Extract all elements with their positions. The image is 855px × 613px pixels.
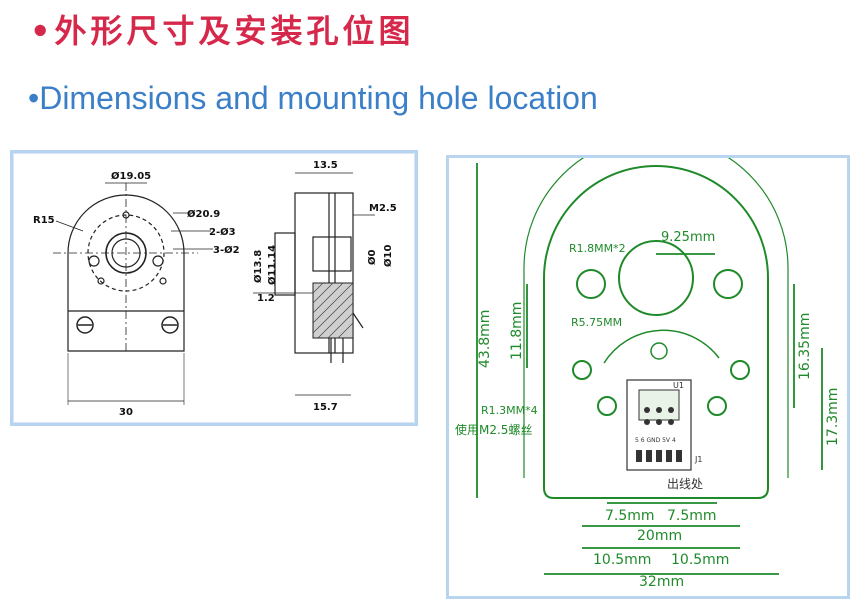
label-screw-note: 使用M2.5螺丝 (455, 422, 532, 437)
label-7-5mm-a: 7.5mm (605, 508, 655, 524)
mount-hole-right (152, 255, 164, 267)
label-16-35mm: 16.35mm (797, 313, 813, 380)
right-drawing-svg: 5 6 GND 5V 4 9.25mm R1.8MM*2 R5.75MM R1.… (455, 135, 841, 590)
label-thk-1-2: 1.2 (257, 293, 275, 304)
left-drawing-panel: Ø19.05 R15 Ø20.9 2-Ø3 3-Ø2 30 13.5 M2.5 … (10, 150, 418, 426)
mount-hole-left (88, 255, 100, 267)
screw-icon-right (161, 316, 179, 334)
hole-r13-2 (597, 396, 617, 416)
label-dia-10: Ø10 (382, 245, 394, 267)
label-7-5mm-b: 7.5mm (667, 508, 717, 524)
hole-r18-right (713, 269, 743, 299)
label-width-30: 30 (119, 407, 133, 418)
label-holes-2: 3-Ø2 (213, 244, 240, 256)
label-outlet: 出线处 (667, 477, 703, 491)
label-dia-11-14: Ø11.14 (266, 245, 278, 285)
hatched-region (312, 282, 354, 339)
pcb-pin-labels: 5 6 GND 5V 4 (635, 437, 676, 444)
label-17-3mm: 17.3mm (825, 388, 841, 446)
right-drawing-panel: 5 6 GND 5V 4 9.25mm R1.8MM*2 R5.75MM R1.… (446, 135, 850, 599)
label-r1-3: R1.3MM*4 (481, 404, 538, 417)
label-dia-20-9: Ø20.9 (187, 208, 220, 220)
label-20mm: 20mm (637, 528, 682, 544)
label-9-25mm: 9.25mm (661, 230, 715, 245)
label-u1: U1 (673, 381, 684, 390)
label-r5-75: R5.75MM (571, 316, 622, 329)
page-title-chinese: •外形尺寸及安装孔位图 (30, 12, 415, 50)
label-32mm: 32mm (639, 574, 684, 590)
label-dia-0: Ø0 (366, 249, 378, 265)
label-10-5mm-b: 10.5mm (671, 552, 729, 568)
screw-icon-left (76, 316, 94, 334)
label-len-13-5: 13.5 (313, 160, 338, 171)
label-len-15-7: 15.7 (313, 402, 338, 413)
hole-r13-1 (572, 360, 592, 380)
label-r1-8: R1.8MM*2 (569, 242, 626, 255)
hole-r13-4 (730, 360, 750, 380)
page-title-english: •Dimensions and mounting hole location (28, 80, 598, 116)
label-j1: J1 (694, 455, 702, 464)
label-43-8mm: 43.8mm (477, 310, 493, 368)
hole-r13-3 (707, 396, 727, 416)
label-dia-19-05: Ø19.05 (111, 170, 151, 182)
left-drawing-svg: Ø19.05 R15 Ø20.9 2-Ø3 3-Ø2 30 13.5 M2.5 … (33, 160, 397, 418)
label-m2-5: M2.5 (369, 203, 397, 214)
label-holes-3: 2-Ø3 (209, 226, 236, 238)
housing-outline (543, 165, 769, 499)
label-r15: R15 (33, 215, 55, 226)
label-dia-13-8: Ø13.8 (252, 250, 264, 283)
label-11-8mm: 11.8mm (509, 302, 525, 360)
label-10-5mm-a: 10.5mm (593, 552, 651, 568)
center-hole (618, 240, 694, 316)
pcb-module: 5 6 GND 5V 4 (626, 379, 692, 471)
front-view-outline (67, 194, 185, 352)
hole-r18-left (576, 269, 606, 299)
